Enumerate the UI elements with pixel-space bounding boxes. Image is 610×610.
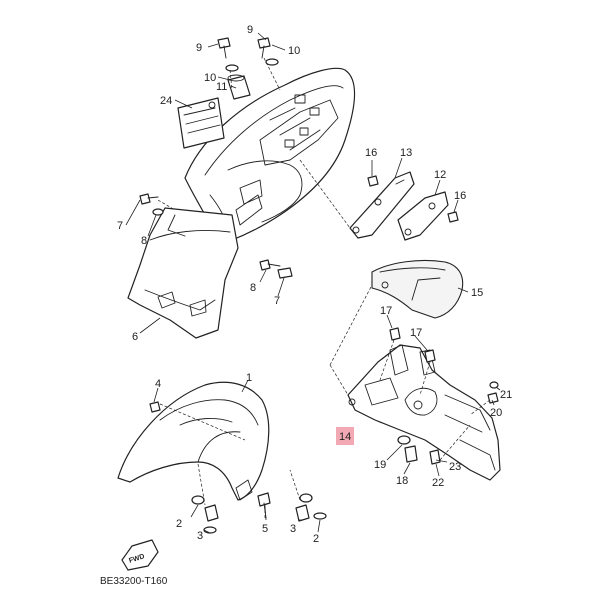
- callout-13: 13: [400, 147, 412, 159]
- inner-fender-14-part: [347, 344, 501, 481]
- callout-10: 10: [288, 45, 300, 57]
- inner-fender-hardware: [389, 327, 499, 465]
- callout-12: 12: [434, 169, 446, 181]
- fwd-label: FWD: [128, 553, 145, 565]
- callout-5: 5: [262, 523, 268, 535]
- callout-8: 8: [141, 235, 147, 247]
- damper-part: [227, 74, 251, 100]
- assembly-dashed-lines: [157, 57, 491, 520]
- diagram-code: BE33200-T160: [100, 576, 168, 587]
- callout-2: 2: [176, 518, 182, 530]
- callout-6: 6: [132, 331, 138, 343]
- front-fender-hardware: [149, 401, 327, 534]
- callout-3: 3: [197, 530, 203, 542]
- bracket-12-part: [397, 191, 449, 241]
- front-fender-part: [117, 381, 270, 501]
- callout-16: 16: [454, 190, 466, 202]
- callout-22: 22: [432, 477, 444, 489]
- callout-1: 1: [246, 372, 252, 384]
- callout-8: 8: [250, 282, 256, 294]
- callout-19: 19: [374, 459, 386, 471]
- sticker-part: [177, 97, 225, 149]
- callout-7: 7: [117, 220, 123, 232]
- leader-lines: [125, 32, 501, 534]
- callout-10: 10: [204, 72, 216, 84]
- callout-9: 9: [196, 42, 202, 54]
- callout-24: 24: [160, 95, 172, 107]
- callout-17: 17: [410, 327, 422, 339]
- callout-7: 7: [274, 295, 280, 307]
- callout-11: 11: [216, 81, 227, 93]
- rear-fender-assembly: [184, 67, 356, 241]
- callout-18: 18: [396, 475, 408, 487]
- callout-4: 4: [155, 378, 161, 390]
- callout-23: 23: [449, 461, 461, 473]
- mud-flap-part: [127, 194, 263, 339]
- callout-3: 3: [290, 523, 296, 535]
- fwd-arrow-icon: FWD: [121, 539, 159, 571]
- callout-9: 9: [247, 24, 253, 36]
- highlight-box-14: [336, 427, 354, 445]
- callout-14: 14: [339, 431, 351, 443]
- callout-16: 16: [365, 147, 377, 159]
- callout-17: 17: [380, 305, 392, 317]
- callout-2: 2: [313, 533, 319, 545]
- side-bolts: [139, 193, 293, 279]
- callout-21: 21: [500, 389, 512, 401]
- callout-20: 20: [490, 407, 502, 419]
- top-bolts: [217, 37, 279, 72]
- callout-labels: 9 9 10 10 11 24 7 8 8 7 6 16 13 12 16 15…: [117, 24, 512, 545]
- bracket-bolts: [367, 175, 459, 223]
- callout-15: 15: [471, 287, 483, 299]
